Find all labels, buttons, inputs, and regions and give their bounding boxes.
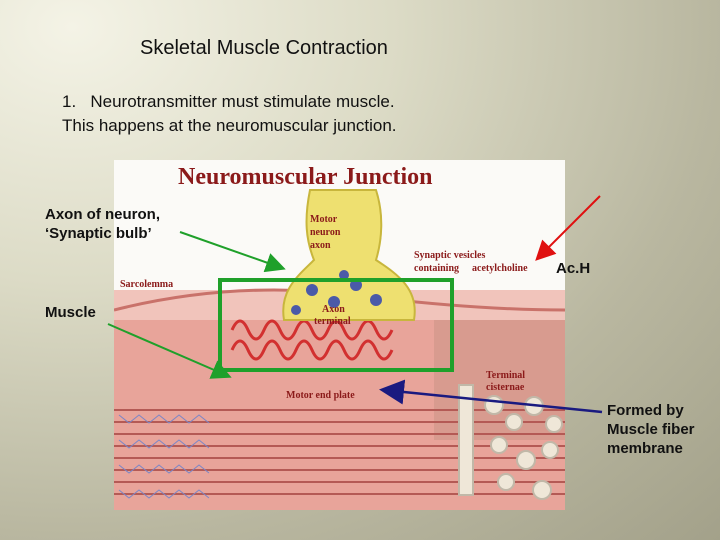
membrane-arrow — [379, 379, 603, 414]
slide-title: Skeletal Muscle Contraction — [140, 37, 388, 59]
axon-arrow — [179, 231, 286, 273]
muscle-arrow — [107, 323, 232, 379]
motor-axon-label-3: axon — [310, 240, 331, 251]
formed-label-line-1: Formed by — [607, 402, 684, 419]
ach-label: Ac.H — [556, 260, 591, 277]
sarcolemma-label: Sarcolemma — [120, 279, 173, 290]
ach-arrow — [535, 195, 601, 261]
neuromuscular-junction-figure: Neuromuscular Junction Motor neuron axon… — [114, 160, 565, 510]
axon-terminal-label-2: terminal — [314, 316, 351, 327]
formed-by-membrane-label: Formed by Muscle fiber membrane — [607, 401, 695, 458]
bullet-point-line-1: 1. Neurotransmitter must stimulate muscl… — [62, 92, 395, 111]
axon-terminal-label-1: Axon — [322, 304, 345, 315]
acetylcholine-label: acetylcholine — [472, 263, 528, 274]
axon-label-line-2: ‘Synaptic bulb’ — [45, 225, 152, 242]
formed-label-line-2: Muscle fiber — [607, 421, 695, 438]
terminal-cisternae-label-1: Terminal — [486, 370, 525, 381]
muscle-label: Muscle — [45, 304, 96, 321]
synaptic-vesicles-label: Synaptic vesicles — [414, 250, 485, 261]
terminal-cisternae-label-2: cisternae — [486, 382, 525, 393]
motor-end-plate-label: Motor end plate — [286, 390, 355, 401]
axon-label-line-1: Axon of neuron, — [45, 206, 160, 223]
motor-axon-label-2: neuron — [310, 227, 341, 238]
bullet-point-line-2: This happens at the neuromuscular juncti… — [62, 116, 397, 135]
figure-heading: Neuromuscular Junction — [178, 164, 432, 190]
formed-label-line-3: membrane — [607, 440, 683, 457]
axon-of-neuron-label: Axon of neuron, ‘Synaptic bulb’ — [45, 205, 160, 243]
motor-end-plate-highlight-box — [218, 278, 454, 372]
motor-axon-label-1: Motor — [310, 214, 338, 225]
containing-label: containing — [414, 263, 459, 274]
